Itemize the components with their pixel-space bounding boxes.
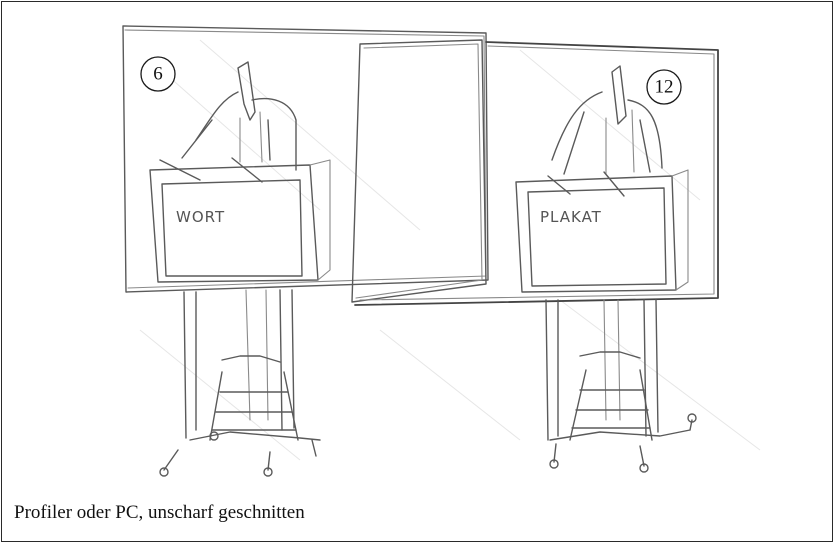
right-stand — [545, 299, 697, 473]
left-speaker-figure — [181, 61, 297, 171]
shot-number-left: 6 — [153, 64, 163, 85]
right-board-label: PLAKAT — [540, 208, 602, 226]
right-lectern: PLAKAT — [515, 169, 689, 293]
shot-marker-left: 6 — [140, 56, 176, 92]
shot-caption: Profiler oder PC, unscharf geschnitten — [14, 502, 305, 523]
left-stand — [159, 289, 321, 477]
left-lectern: WORT — [149, 157, 331, 283]
left-screen-panel — [122, 25, 489, 293]
right-screen-panel — [354, 41, 719, 306]
right-speaker-figure — [551, 65, 663, 175]
shot-number-right: 12 — [655, 77, 674, 98]
shot-marker-right: 12 — [646, 69, 682, 105]
middle-screen-panel — [351, 39, 487, 303]
paper-texture — [139, 39, 761, 461]
left-board-label: WORT — [176, 208, 225, 226]
